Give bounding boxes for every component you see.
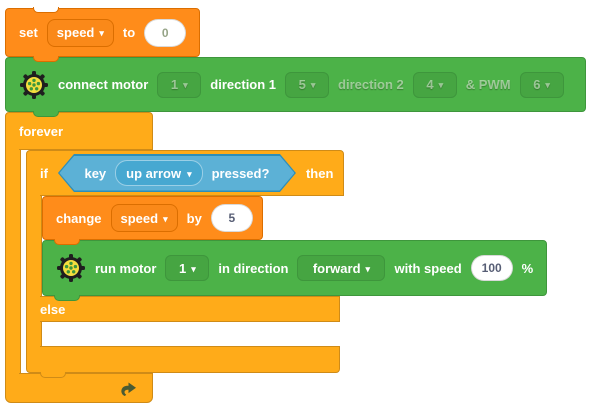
if-keyword: if: [40, 165, 48, 181]
forever-block-footer[interactable]: [5, 373, 153, 403]
change-variable-block[interactable]: change speed ▾ by 5: [42, 196, 263, 240]
direction-value: forward: [312, 260, 361, 276]
pwm-value: 6: [533, 77, 541, 92]
if-seam-patch: [27, 320, 40, 324]
connect-block-bump: [33, 111, 59, 117]
connect-motor-block[interactable]: connect motor 1 ▾ direction 1 5 ▾ direct…: [5, 57, 586, 112]
speed-input[interactable]: 100: [470, 255, 513, 281]
dropdown-arrow-icon: ▾: [187, 168, 192, 179]
motor-port-dropdown[interactable]: 1 ▾: [157, 71, 202, 98]
change-keyword: change: [56, 210, 102, 226]
direction-dropdown[interactable]: forward ▾: [297, 255, 386, 281]
percent-label: %: [521, 260, 534, 276]
if-seam-patch: [27, 193, 40, 197]
variable-dropdown[interactable]: speed ▾: [110, 204, 178, 232]
forever-block-spine[interactable]: [5, 149, 21, 375]
dropdown-arrow-icon: ▾: [163, 213, 168, 224]
forever-seam-patch: [6, 371, 19, 375]
speed-input-text: 100: [481, 261, 502, 275]
dropdown-arrow-icon: ▾: [99, 28, 104, 38]
to-keyword: to: [122, 25, 136, 40]
value-input-text: 0: [161, 25, 169, 40]
variable-dropdown-value: speed: [120, 210, 159, 226]
connect-motor-label: connect motor: [58, 77, 149, 92]
by-keyword: by: [186, 210, 202, 226]
else-bar[interactable]: else: [26, 296, 340, 322]
gear-icon: [19, 70, 49, 100]
run-motor-block[interactable]: run motor 1 ▾ in direction forward ▾ wit…: [42, 240, 547, 296]
direction2-dropdown[interactable]: 4 ▾: [412, 71, 457, 98]
key-dropdown-value: up arrow: [126, 165, 182, 181]
top-notch: [33, 7, 59, 13]
direction1-dropdown[interactable]: 5 ▾: [285, 71, 330, 98]
key-dropdown[interactable]: up arrow ▾: [115, 160, 202, 186]
pwm-label: & PWM: [465, 77, 511, 92]
if-seam-patch: [27, 294, 40, 298]
value-input[interactable]: 5: [210, 204, 253, 232]
dropdown-arrow-icon: ▾: [545, 80, 550, 90]
motor-port-dropdown[interactable]: 1 ▾: [165, 255, 210, 281]
if-block-bump: [40, 372, 66, 378]
motor-port-value: 1: [179, 260, 187, 276]
value-input[interactable]: 0: [144, 18, 187, 47]
dropdown-arrow-icon: ▾: [365, 263, 371, 274]
in-direction-label: in direction: [218, 260, 289, 276]
direction2-value: 4: [426, 77, 434, 92]
with-speed-label: with speed: [394, 260, 462, 276]
dropdown-arrow-icon: ▾: [183, 80, 188, 90]
direction1-value: 5: [298, 77, 306, 92]
pwm-dropdown[interactable]: 6 ▾: [519, 71, 564, 98]
forever-label: forever: [19, 123, 64, 139]
dropdown-arrow-icon: ▾: [310, 80, 316, 90]
dropdown-arrow-icon: ▾: [438, 80, 444, 90]
set-variable-block[interactable]: set speed ▾ to 0: [5, 8, 200, 57]
direction1-label: direction 1: [210, 77, 277, 92]
value-input-text: 5: [228, 211, 236, 225]
forever-block-header[interactable]: forever: [5, 112, 153, 150]
if-else-block-header[interactable]: if key up arrow ▾ pressed? then: [26, 150, 344, 196]
direction2-label: direction 2: [338, 77, 404, 92]
dropdown-arrow-icon: ▾: [191, 263, 196, 274]
change-block-bump: [54, 239, 80, 245]
key-keyword: key: [84, 165, 107, 181]
then-keyword: then: [305, 165, 334, 181]
variable-dropdown-value: speed: [56, 25, 95, 40]
gear-icon: [56, 253, 86, 283]
if-else-block-footer[interactable]: [26, 346, 340, 373]
key-pressed-condition[interactable]: key up arrow ▾ pressed?: [58, 154, 296, 192]
if-seam-patch: [27, 344, 40, 348]
set-keyword: set: [19, 25, 38, 40]
if-else-block-spine[interactable]: [26, 195, 42, 347]
run-block-bump: [54, 295, 80, 301]
else-keyword: else: [40, 301, 66, 317]
loop-arrow-icon: [118, 377, 140, 399]
run-motor-label: run motor: [95, 260, 157, 276]
variable-dropdown[interactable]: speed ▾: [46, 18, 114, 47]
pressed-keyword: pressed?: [211, 165, 270, 181]
forever-seam-patch: [6, 147, 19, 151]
set-block-bump: [33, 56, 59, 62]
motor-port-value: 1: [170, 77, 179, 92]
